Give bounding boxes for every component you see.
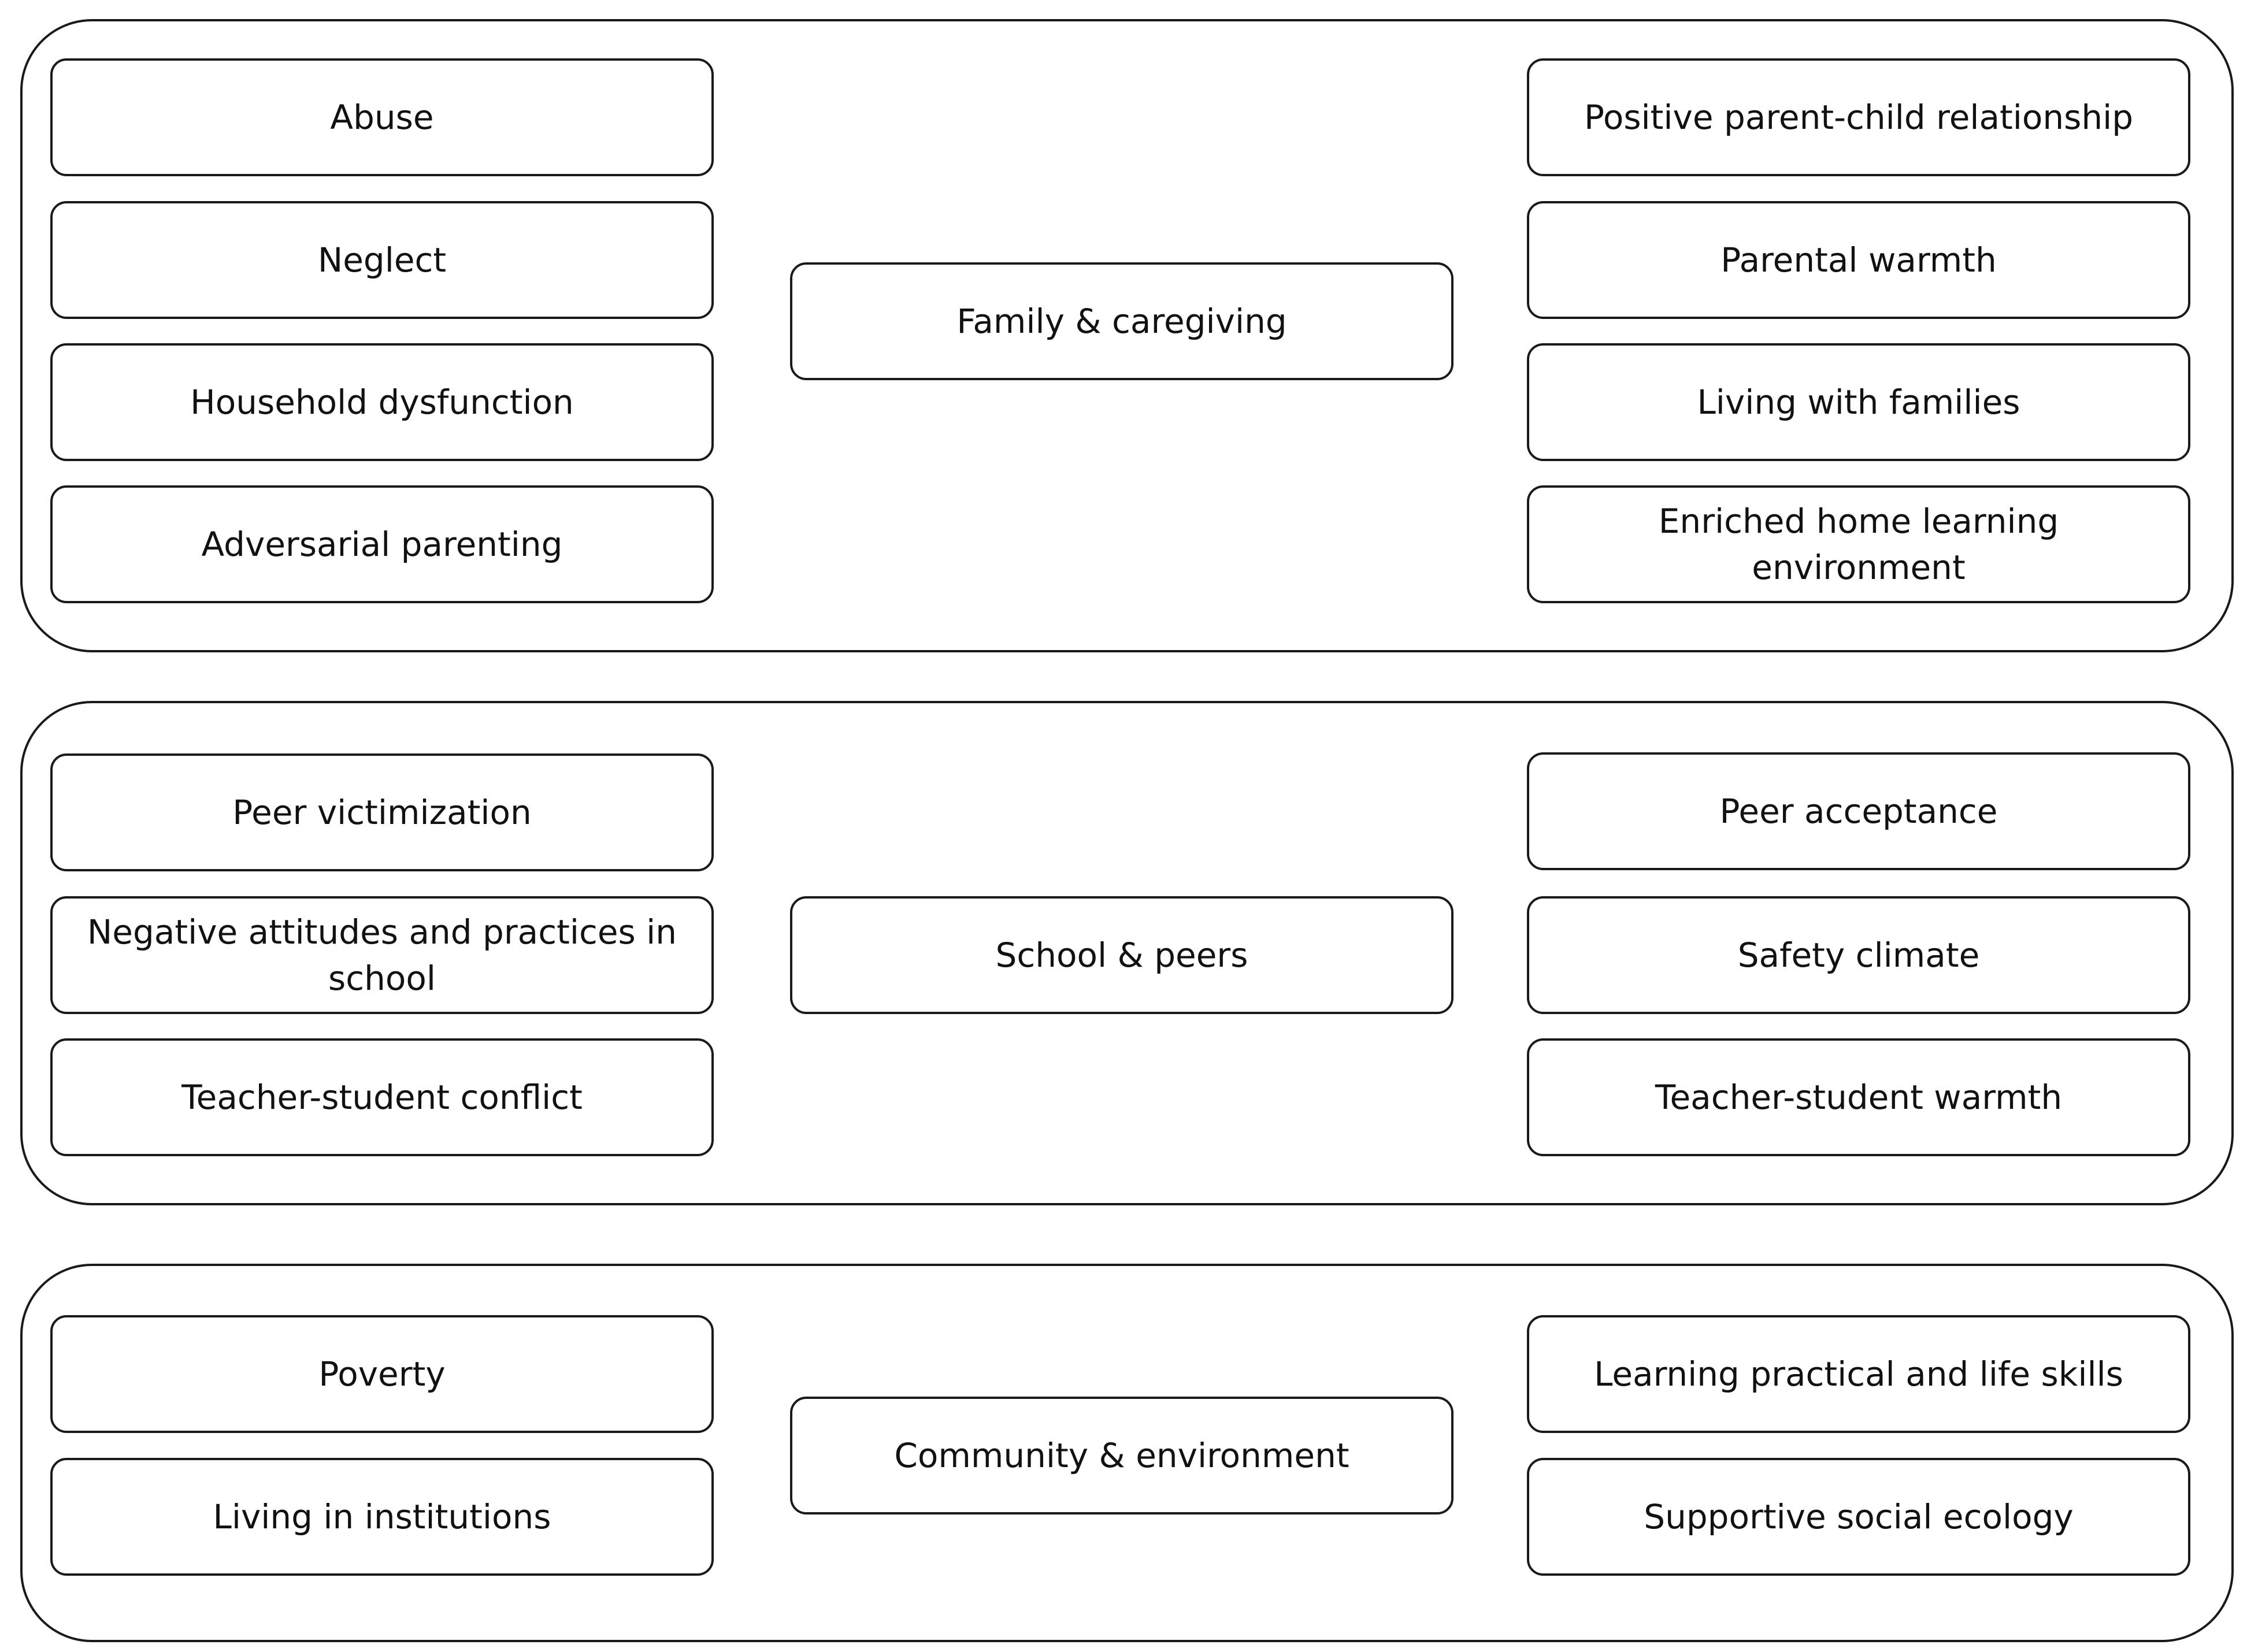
protective-factor-teacher-student-warmth: Teacher-student warmth	[1527, 1038, 2190, 1156]
node-label: Living with families	[1697, 383, 2020, 422]
protective-factor-enriched-home-learning: Enriched home learning environment	[1527, 485, 2190, 603]
protective-factor-safety-climate: Safety climate	[1527, 896, 2190, 1014]
risk-factor-household-dysfunction: Household dysfunction	[50, 343, 714, 461]
domain-family-caregiving: Family & caregiving	[790, 262, 1453, 380]
risk-factor-adversarial-parenting: Adversarial parenting	[50, 485, 714, 603]
protective-factor-life-skills: Learning practical and life skills	[1527, 1315, 2190, 1433]
risk-factor-teacher-student-conflict: Teacher-student conflict	[50, 1038, 714, 1156]
risk-factor-negative-attitudes-school: Negative attitudes and practices in scho…	[50, 896, 714, 1014]
node-label: Positive parent-child relationship	[1584, 98, 2134, 137]
node-label: Neglect	[317, 240, 447, 280]
node-label: Teacher-student warmth	[1655, 1078, 2063, 1117]
node-label: School & peers	[995, 935, 1248, 975]
node-label: Community & environment	[894, 1436, 1349, 1475]
node-label: Enriched home learning environment	[1658, 502, 2059, 587]
node-label: Supportive social ecology	[1644, 1497, 2074, 1536]
node-label: Parental warmth	[1721, 240, 1997, 280]
domain-school-peers: School & peers	[790, 896, 1453, 1014]
domain-community-environment: Community & environment	[790, 1397, 1453, 1514]
node-label: Poverty	[318, 1354, 446, 1394]
risk-factor-living-in-institutions: Living in institutions	[50, 1458, 714, 1576]
node-label: Peer acceptance	[1719, 792, 1998, 831]
node-label: Adversarial parenting	[201, 525, 563, 564]
node-label: Peer victimization	[232, 793, 532, 832]
node-label: Teacher-student conflict	[181, 1078, 583, 1117]
node-label: Household dysfunction	[190, 383, 574, 422]
protective-factor-living-with-families: Living with families	[1527, 343, 2190, 461]
protective-factor-parental-warmth: Parental warmth	[1527, 201, 2190, 319]
node-label: Abuse	[330, 98, 434, 137]
node-label: Family & caregiving	[956, 302, 1287, 341]
risk-factor-neglect: Neglect	[50, 201, 714, 319]
protective-factor-peer-acceptance: Peer acceptance	[1527, 752, 2190, 870]
risk-factor-peer-victimization: Peer victimization	[50, 753, 714, 871]
risk-factor-abuse: Abuse	[50, 58, 714, 176]
node-label: Safety climate	[1737, 935, 1980, 975]
node-label: Learning practical and life skills	[1594, 1354, 2123, 1394]
node-label: Negative attitudes and practices in scho…	[87, 912, 677, 998]
node-label: Living in institutions	[213, 1497, 551, 1536]
protective-factor-positive-parent-child-relationship: Positive parent-child relationship	[1527, 58, 2190, 176]
protective-factor-supportive-social-ecology: Supportive social ecology	[1527, 1458, 2190, 1576]
risk-factor-poverty: Poverty	[50, 1315, 714, 1433]
